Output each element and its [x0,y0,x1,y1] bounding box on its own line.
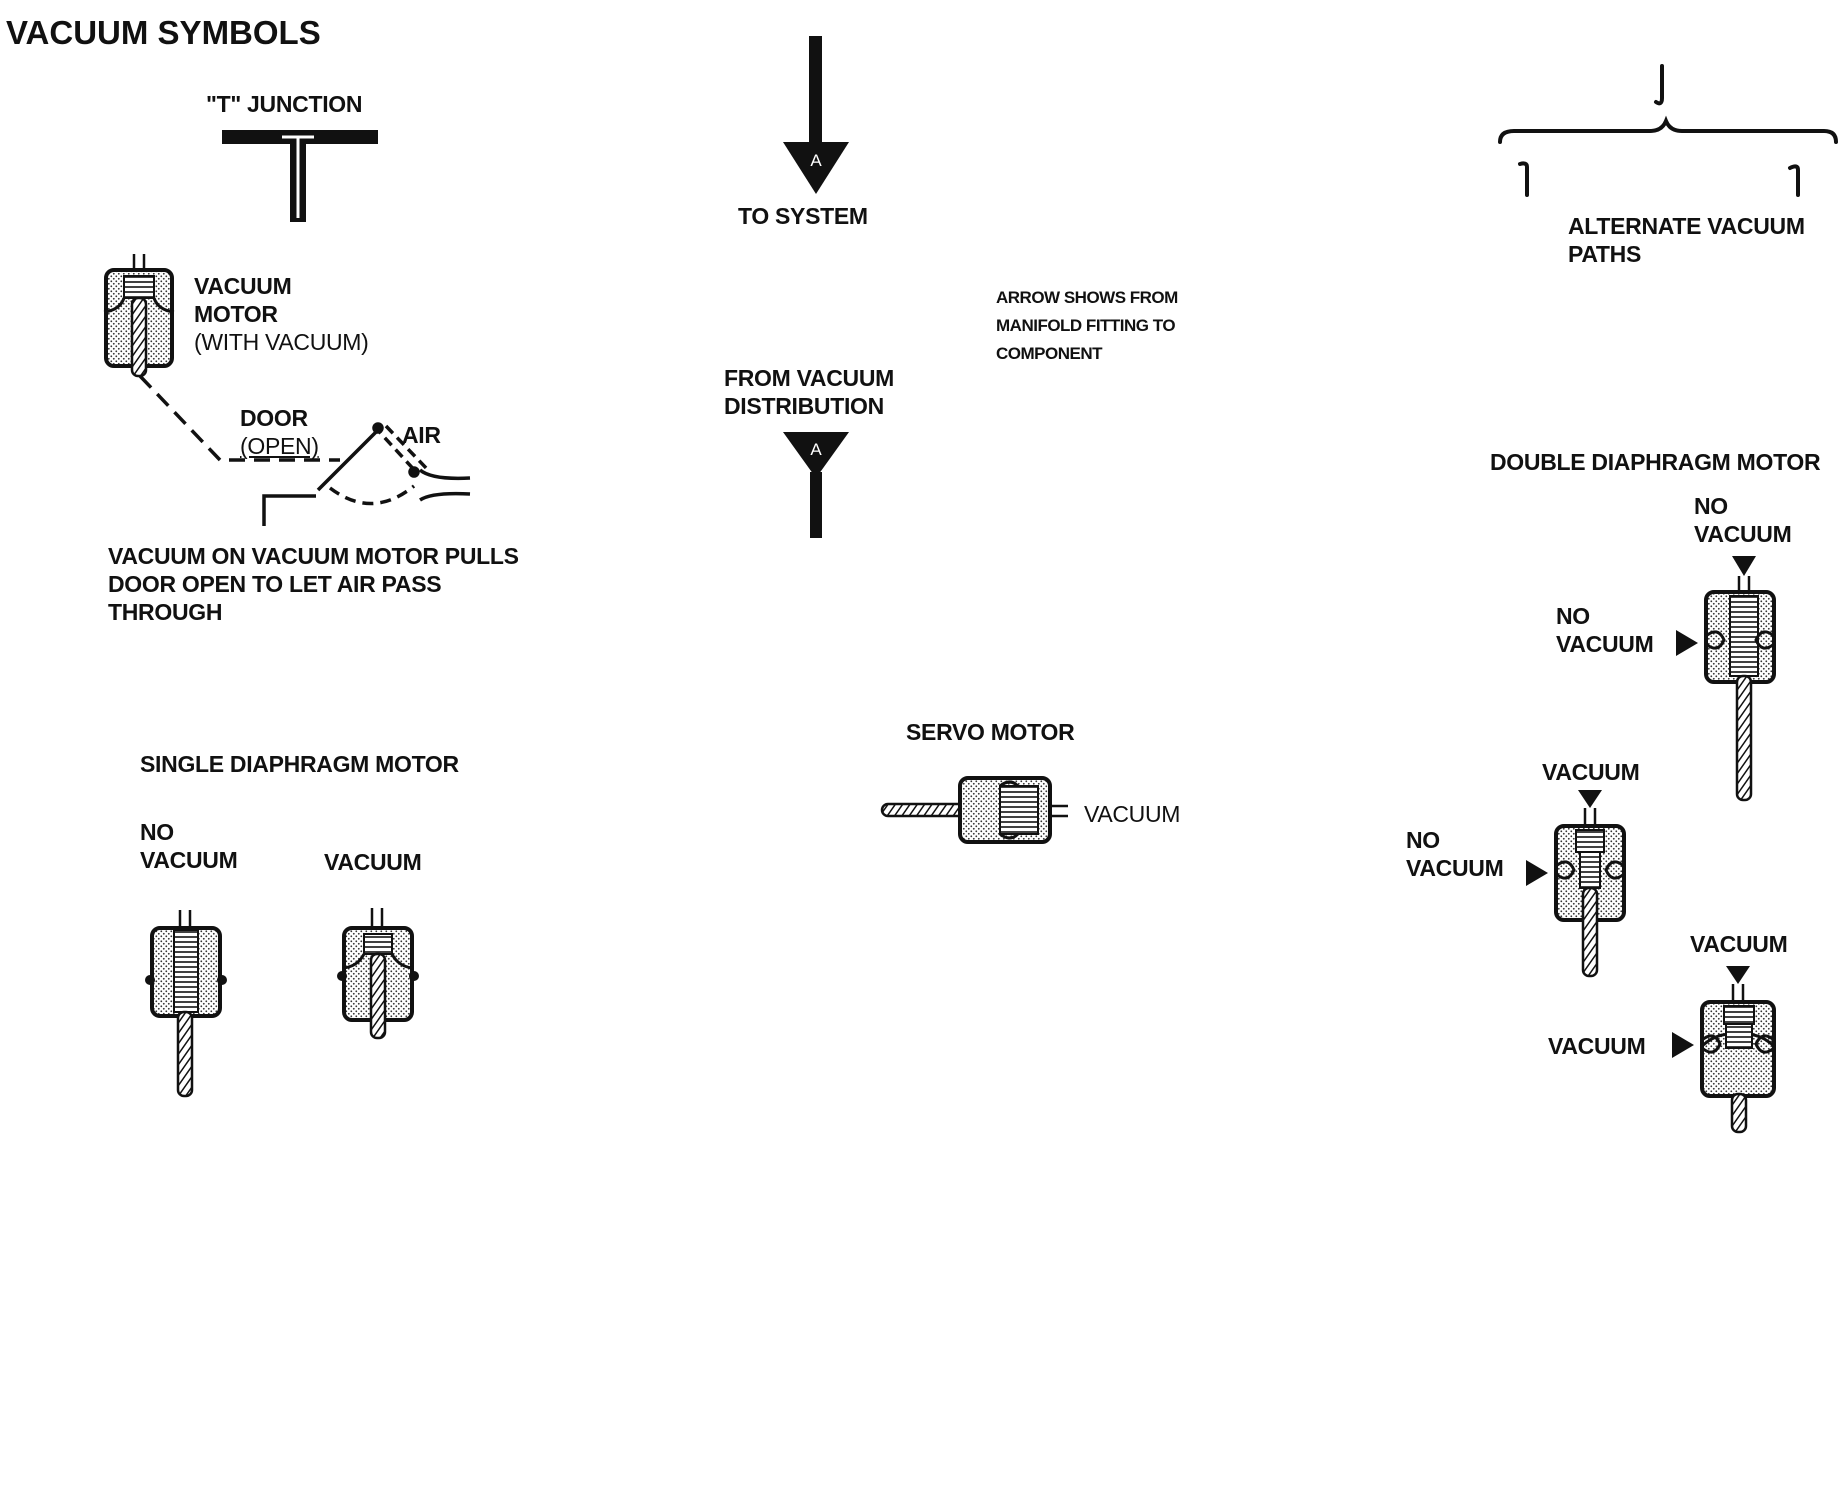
vacuum-motor-with-vacuum [103,254,175,378]
ddm1-top-line-1: NO [1694,493,1728,519]
double-diaphragm-motor-1 [1676,556,1776,802]
door-line-2: (OPEN) [240,433,319,459]
servo-motor-symbol [880,776,1068,844]
door-linkage [138,374,471,526]
door-label: DOOR (OPEN) [240,404,319,460]
servo-motor-title: SERVO MOTOR [906,719,1075,745]
t-junction-label: "T" JUNCTION [206,91,363,117]
ddm3-side-label: VACUUM [1548,1033,1646,1059]
to-system-marker: A [810,151,822,170]
double-diaphragm-motor-2 [1526,790,1626,978]
from-distribution-line-1: FROM VACUUM [724,365,895,391]
ddm3-top-label: VACUUM [1690,931,1788,957]
ddm1-side-line-1: NO [1556,603,1590,629]
alternate-paths-label: ALTERNATE VACUUM PATHS [1568,212,1805,268]
from-distribution-label: FROM VACUUM DISTRIBUTION [724,364,894,420]
ddm2-top-label: VACUUM [1542,759,1640,785]
ddm2-side-label: NO VACUUM [1406,826,1504,882]
page-title: VACUUM SYMBOLS [6,14,321,51]
ddm1-top-line-2: VACUUM [1694,521,1792,547]
from-distribution-marker: A [810,440,822,459]
vacuum-motor-line-3: (WITH VACUUM) [194,329,369,355]
vacuum-motor-label: VACUUM MOTOR (WITH VACUUM) [194,272,369,356]
ddm1-side-label: NO VACUUM [1556,602,1654,658]
sdm-left-line-1: NO [140,819,174,845]
ddm1-side-line-2: VACUUM [1556,631,1654,657]
ddm2-side-line-2: VACUUM [1406,855,1504,881]
vacuum-motor-caption: VACUUM ON VACUUM MOTOR PULLS DOOR OPEN T… [108,542,519,626]
double-diaphragm-title: DOUBLE DIAPHRAGM MOTOR [1490,449,1821,475]
caption-line-2: DOOR OPEN TO LET AIR PASS [108,571,442,597]
ddm2-side-line-1: NO [1406,827,1440,853]
to-system-label: TO SYSTEM [738,203,868,229]
single-diaphragm-title: SINGLE DIAPHRAGM MOTOR [140,751,459,777]
ddm1-top-label: NO VACUUM [1694,492,1792,548]
single-diaphragm-motor-vacuum [337,908,419,1040]
alternate-paths-brace [1498,64,1838,197]
arrow-note-line-3: COMPONENT [996,344,1102,363]
air-label: AIR [402,422,441,448]
arrow-note-line-2: MANIFOLD FITTING TO [996,316,1176,335]
sdm-right-label: VACUUM [324,849,422,875]
vacuum-motor-line-1: VACUUM [194,273,292,299]
servo-motor-vacuum-label: VACUUM [1084,801,1181,827]
alternate-paths-line-2: PATHS [1568,241,1642,267]
alternate-paths-line-1: ALTERNATE VACUUM [1568,213,1805,239]
door-line-1: DOOR [240,405,308,431]
caption-line-3: THROUGH [108,599,223,625]
from-distribution-line-2: DISTRIBUTION [724,393,884,419]
t-junction-symbol [222,130,378,222]
sdm-left-label: NO VACUUM [140,818,238,874]
sdm-left-line-2: VACUUM [140,847,238,873]
arrow-note-line-1: ARROW SHOWS FROM [996,288,1178,307]
from-distribution-symbol: A [783,432,849,538]
single-diaphragm-motor-no-vacuum [145,910,227,1098]
vacuum-motor-line-2: MOTOR [194,301,278,327]
to-system-arrow: A [783,36,849,194]
arrow-note: ARROW SHOWS FROM MANIFOLD FITTING TO COM… [996,284,1178,368]
caption-line-1: VACUUM ON VACUUM MOTOR PULLS [108,543,519,569]
double-diaphragm-motor-3 [1672,966,1776,1134]
